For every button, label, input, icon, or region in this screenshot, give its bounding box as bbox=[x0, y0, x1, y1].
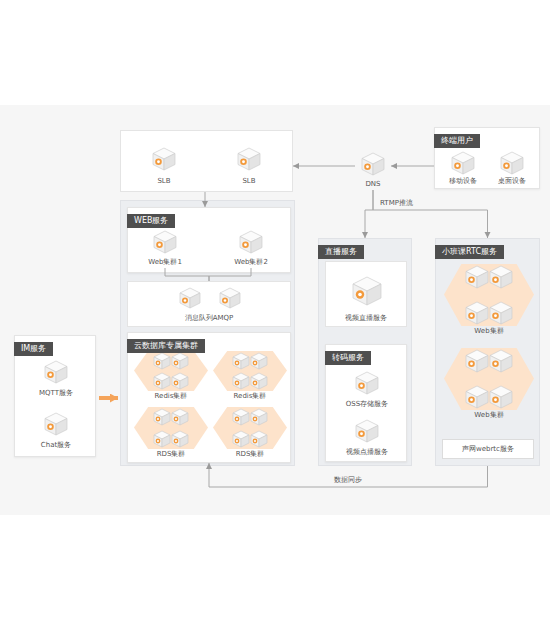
icon-node: Web集群2 bbox=[226, 224, 276, 268]
service-card: WEB服务 Web集群1 Web集群2 bbox=[127, 207, 291, 273]
cluster-node: Redis集群 bbox=[133, 350, 209, 402]
queue-box: 消息队列AMQP bbox=[127, 281, 291, 327]
cluster-node: Redis集群 bbox=[212, 350, 288, 402]
icon-node: 桌面设备 bbox=[489, 147, 535, 187]
node-label: OSS存储服务 bbox=[346, 400, 388, 409]
panel-group: WEB服务 Web集群1 Web集群2 消息队列AMQP 云数据库专属集群 Redis集群… bbox=[120, 200, 295, 466]
node-label: 视频点播服务 bbox=[346, 448, 388, 457]
icon-node: SLB bbox=[226, 139, 272, 187]
header-tab: 云数据库专属集群 bbox=[127, 339, 205, 353]
icon-node: Chat服务 bbox=[29, 405, 83, 451]
node-label: Web集群 bbox=[474, 411, 503, 420]
node-label: MQTT服务 bbox=[39, 389, 73, 398]
icon-node: DNS bbox=[355, 146, 391, 190]
connector bbox=[209, 463, 488, 487]
cluster-node: Web集群 bbox=[443, 347, 535, 421]
node-label: 声网webrtc服务 bbox=[462, 445, 514, 454]
header-tab: 小班课RTC服务 bbox=[435, 245, 504, 259]
header-tab: IM服务 bbox=[14, 342, 53, 356]
node-label: RDS集群 bbox=[236, 450, 265, 459]
icon-card: 视频直播服务 bbox=[325, 261, 407, 327]
connector bbox=[373, 190, 488, 238]
icon-node: 移动设备 bbox=[441, 147, 485, 187]
header-tab: 直播服务 bbox=[318, 245, 364, 259]
node-label: 消息队列AMQP bbox=[185, 314, 234, 323]
icon-node: MQTT服务 bbox=[29, 353, 83, 399]
service-column: 直播服务视频直播服务转码服务 OSS存储服务视频点播服务 bbox=[318, 238, 412, 466]
node-label: 移动设备 bbox=[449, 177, 477, 186]
connector bbox=[293, 166, 355, 167]
service-card: 转码服务 OSS存储服务视频点播服务 bbox=[325, 344, 407, 462]
connector bbox=[365, 190, 373, 238]
node-label: Web集群1 bbox=[148, 258, 182, 267]
service-card: 终端用户移动设备 桌面设备 bbox=[434, 127, 540, 189]
node-label: 桌面设备 bbox=[498, 177, 526, 186]
header-tab: 转码服务 bbox=[325, 351, 371, 365]
cluster-node: Web集群 bbox=[443, 263, 535, 337]
flow-arrow bbox=[99, 396, 118, 400]
node-label: RDS集群 bbox=[157, 450, 186, 459]
node-label: Web集群2 bbox=[234, 258, 268, 267]
cluster-node: RDS集群 bbox=[133, 406, 209, 460]
container-box: SLB SLB bbox=[120, 130, 293, 192]
service-card: IM服务 MQTT服务 Chat服务 bbox=[14, 335, 96, 457]
node-label: Redis集群 bbox=[234, 392, 267, 401]
icon-node: OSS存储服务 bbox=[332, 364, 402, 410]
header-tab: WEB服务 bbox=[127, 214, 175, 228]
icon-graphic bbox=[443, 347, 535, 421]
header-tab: 终端用户 bbox=[434, 134, 480, 148]
edge-label: 数据同步 bbox=[332, 476, 364, 485]
service-card: 云数据库专属集群 Redis集群 Redis集群 RDS集群 RDS集群 bbox=[127, 332, 291, 463]
edge-label: RTMP推流 bbox=[378, 199, 415, 208]
icon-graphic bbox=[121, 131, 294, 193]
icon-node: 视频点播服务 bbox=[332, 412, 402, 458]
node-label: 视频直播服务 bbox=[345, 314, 387, 323]
service-column: 小班课RTC服务 Web集群 Web集群声网webrtc服务 bbox=[435, 238, 540, 466]
cluster-node: RDS集群 bbox=[212, 406, 288, 460]
node-label: SLB bbox=[157, 177, 170, 186]
service-box: 声网webrtc服务 bbox=[442, 439, 534, 459]
icon-node: SLB bbox=[141, 139, 187, 187]
node-label: Redis集群 bbox=[155, 392, 188, 401]
node-label: Chat服务 bbox=[41, 441, 71, 450]
node-label: DNS bbox=[365, 180, 380, 189]
icon-graphic bbox=[443, 263, 535, 337]
node-label: Web集群 bbox=[474, 327, 503, 336]
node-label: SLB bbox=[242, 177, 255, 186]
connector bbox=[391, 166, 434, 167]
icon-node: Web集群1 bbox=[140, 224, 190, 268]
